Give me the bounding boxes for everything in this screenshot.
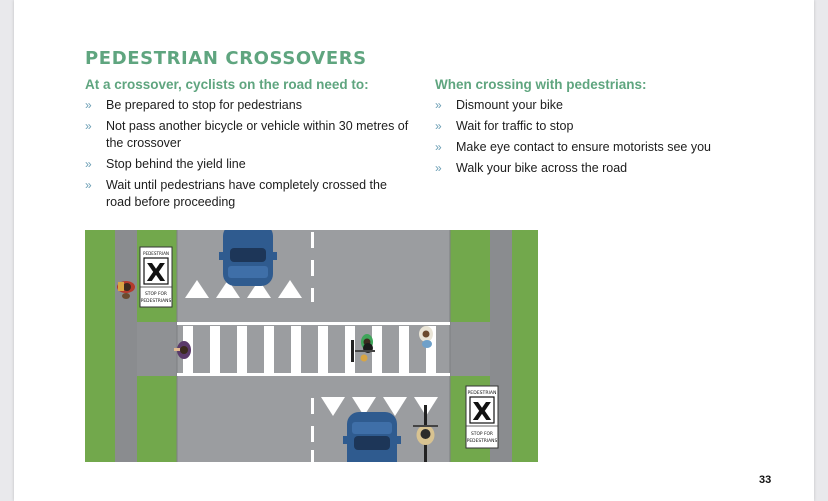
page-title: PEDESTRIAN CROSSOVERS xyxy=(85,48,367,69)
svg-text:PEDESTRIANS: PEDESTRIANS xyxy=(467,438,498,444)
pedestrian-left-top-icon xyxy=(117,281,135,299)
pedestrian-crossover-sign-left: PEDESTRIAN X STOP FOR PEDESTRIANS xyxy=(139,246,173,308)
centre-line xyxy=(311,232,314,462)
page-number: 33 xyxy=(759,474,772,486)
list-item: Stop behind the yield line xyxy=(85,156,415,173)
sign-top-label: PEDESTRIAN xyxy=(468,390,497,396)
grass-left-bottom xyxy=(137,376,177,462)
sign-x-symbol: X xyxy=(472,397,491,426)
svg-text:STOP FOR: STOP FOR xyxy=(471,431,493,437)
left-column-heading: At a crossover, cyclists on the road nee… xyxy=(85,77,369,92)
list-item: Walk your bike across the road xyxy=(435,160,765,177)
pedestrian-right-icon xyxy=(419,326,433,348)
right-column-heading: When crossing with pedestrians: xyxy=(435,77,647,92)
document-page: PEDESTRIAN CROSSOVERS At a crossover, cy… xyxy=(14,0,814,501)
sidewalk-left xyxy=(115,230,137,462)
list-item: Be prepared to stop for pedestrians xyxy=(85,97,415,114)
grass-right xyxy=(512,230,538,462)
crossover-illustration: PEDESTRIAN X STOP FOR PEDESTRIANS PEDEST… xyxy=(85,230,538,462)
grass-left xyxy=(85,230,115,462)
pedestrian-left-crossing-icon xyxy=(174,341,191,359)
list-item: Not pass another bicycle or vehicle with… xyxy=(85,118,415,152)
sign-top-label: PEDESTRIAN xyxy=(143,251,169,257)
list-item: Wait for traffic to stop xyxy=(435,118,765,135)
sign-bottom-label: STOP FOR xyxy=(145,291,167,297)
sign-x-symbol: X xyxy=(146,258,165,287)
list-item: Make eye contact to ensure motorists see… xyxy=(435,139,765,156)
cyclist-walking-bike-icon xyxy=(351,334,375,362)
list-item: Dismount your bike xyxy=(435,97,765,114)
cyclist-icon xyxy=(413,405,438,462)
svg-text:PEDESTRIANS: PEDESTRIANS xyxy=(141,298,172,304)
sidewalk-left-crossing xyxy=(137,322,177,376)
yield-line-top xyxy=(185,280,302,298)
grass-right-top xyxy=(450,230,490,322)
pedestrian-crossover-sign-right: PEDESTRIAN X STOP FOR PEDESTRIANS xyxy=(465,385,499,449)
car-top xyxy=(219,230,277,286)
right-bullet-list: Dismount your bike Wait for traffic to s… xyxy=(435,97,765,181)
list-item: Wait until pedestrians have completely c… xyxy=(85,177,415,211)
yield-line-bottom xyxy=(321,397,438,416)
left-bullet-list: Be prepared to stop for pedestrians Not … xyxy=(85,97,415,215)
sidewalk-right-crossing xyxy=(450,322,490,376)
car-bottom xyxy=(343,412,401,462)
